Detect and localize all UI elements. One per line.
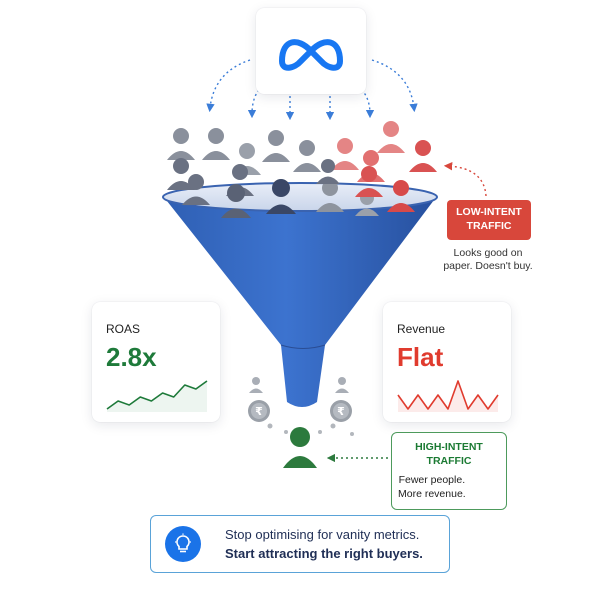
meta-arrows [206, 59, 418, 121]
low-intent-note: Looks good on paper. Doesn't buy. [432, 247, 544, 273]
person-icon [202, 128, 230, 160]
crowd [167, 121, 437, 218]
person-icon [167, 128, 195, 160]
person-icon [293, 140, 321, 172]
banner-line2: Start attracting the right buyers. [225, 546, 423, 561]
revenue-label: Revenue [397, 322, 446, 336]
high-intent-note-line1: Fewer people. [398, 474, 466, 486]
revenue-card: Revenue Flat [383, 302, 511, 422]
svg-text:₹: ₹ [255, 405, 263, 418]
high-intent-person-icon [283, 427, 317, 468]
small-person-icon [249, 377, 263, 393]
high-intent-title-line1: HIGH-INTENT [415, 441, 483, 453]
person-icon [262, 130, 290, 162]
revenue-trend-sparkline [397, 380, 499, 412]
low-intent-badge: LOW-INTENT TRAFFIC [447, 200, 531, 240]
low-intent-note-line2: paper. Doesn't buy. [443, 260, 533, 272]
revenue-value: Flat [397, 342, 444, 372]
person-icon [221, 184, 251, 218]
sparkline-line [397, 380, 499, 410]
roas-value: 2.8x [106, 342, 157, 372]
person-icon [331, 138, 359, 170]
person-icon [182, 174, 210, 205]
high-intent-badge: HIGH-INTENT TRAFFIC Fewer people. More r… [391, 432, 507, 510]
meta-logo-icon [279, 39, 343, 71]
low-intent-title-line1: LOW-INTENT [456, 206, 522, 218]
low-intent-title-line2: TRAFFIC [466, 220, 512, 232]
takeaway-banner: Stop optimising for vanity metrics. Star… [150, 515, 450, 573]
high-intent-note: Fewer people. More revenue. [398, 473, 466, 501]
person-icon [316, 159, 340, 184]
person-icon [355, 166, 383, 197]
low-intent-note-line1: Looks good on [453, 247, 523, 259]
coin-icon: ₹ [330, 400, 352, 422]
lightbulb-icon [165, 526, 201, 562]
person-icon [167, 158, 195, 190]
meta-logo-card [256, 8, 366, 94]
low-intent-arrow [443, 162, 487, 197]
funnel-tip-items: ₹ ₹ [248, 377, 354, 436]
high-intent-title-line2: TRAFFIC [426, 455, 472, 467]
banner-text: Stop optimising for vanity metrics. Star… [225, 525, 423, 563]
coin-icon: ₹ [248, 400, 270, 422]
svg-text:₹: ₹ [337, 405, 345, 418]
person-icon [409, 140, 437, 172]
sparkline-line [106, 380, 208, 410]
small-person-icon [335, 377, 349, 393]
person-icon [377, 121, 405, 153]
roas-trend-sparkline [106, 380, 208, 412]
roas-card: ROAS 2.8x [92, 302, 220, 422]
banner-line1: Stop optimising for vanity metrics. [225, 527, 420, 542]
high-intent-note-line2: More revenue. [398, 488, 466, 500]
person-icon [387, 180, 415, 212]
roas-label: ROAS [106, 322, 141, 336]
person-icon [266, 179, 296, 214]
sparkline-area [398, 381, 498, 412]
